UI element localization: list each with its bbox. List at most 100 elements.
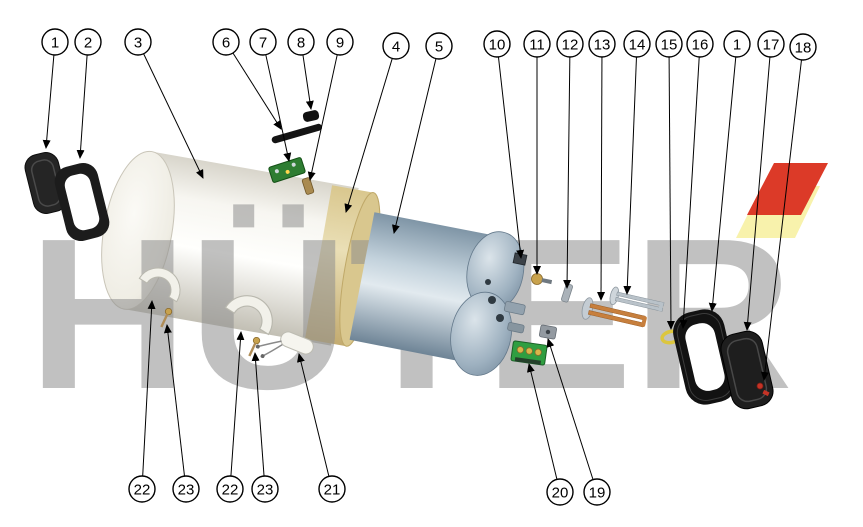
- callout-circle-20: [546, 478, 574, 506]
- callout-number-13: 13: [594, 37, 611, 54]
- callout-5-8: 5: [425, 32, 453, 60]
- callout-22-19: 22: [128, 475, 156, 503]
- callout-circle-18: [789, 33, 817, 61]
- callout-number-19: 19: [589, 485, 606, 502]
- callout-1-16: 1: [723, 30, 751, 58]
- callout-14-13: 14: [623, 30, 651, 58]
- callout-number-15: 15: [661, 37, 678, 54]
- callout-arrow-12: [563, 56, 572, 289]
- callout-number-18: 18: [795, 40, 812, 57]
- tank-fittings: [485, 279, 526, 334]
- callout-23-22: 23: [251, 475, 279, 503]
- callout-20-24: 20: [546, 478, 574, 506]
- callout-7-4: 7: [249, 28, 277, 56]
- callout-circle-14: [623, 30, 651, 58]
- callout-circle-9: [326, 28, 354, 56]
- callout-number-2: 2: [84, 35, 92, 52]
- callout-circle-8: [287, 28, 315, 56]
- callout-number-4: 4: [392, 39, 400, 56]
- callout-15-14: 15: [655, 30, 683, 58]
- callout-number-14: 14: [629, 37, 646, 54]
- callout-arrow-21: [297, 353, 330, 477]
- callout-number-6: 6: [222, 35, 230, 52]
- callout-arrow-13: [597, 56, 606, 301]
- anode-part21: [255, 331, 314, 359]
- callout-circle-10: [483, 30, 511, 58]
- callout-arrow-22: [142, 300, 156, 477]
- callout-number-5: 5: [435, 39, 443, 56]
- callout-number-16: 16: [692, 37, 709, 54]
- cap-part8: [302, 110, 320, 122]
- bracket-part19: [538, 324, 558, 340]
- bracket-part22-b: [224, 295, 273, 336]
- control-pcb-part7: [268, 157, 306, 183]
- callout-arrow-2: [76, 54, 88, 159]
- callout-number-20: 20: [552, 485, 569, 502]
- callout-circle-12: [556, 30, 584, 58]
- callout-circle-1: [41, 28, 69, 56]
- callout-circle-15: [655, 30, 683, 58]
- callout-19-25: 19: [583, 478, 611, 506]
- callout-circle-13: [588, 30, 616, 58]
- callout-circle-23: [251, 475, 279, 503]
- arrows-layer: [42, 52, 802, 480]
- callout-11-10: 11: [523, 30, 551, 58]
- callout-arrow-1: [42, 54, 55, 149]
- callout-2-1: 2: [74, 28, 102, 56]
- callout-arrow-17: [743, 56, 771, 331]
- callout-number-23: 23: [257, 482, 274, 499]
- callout-23-20: 23: [172, 475, 200, 503]
- terminal-block-part20: [510, 340, 548, 366]
- callout-circle-23: [172, 475, 200, 503]
- callout-10-9: 10: [483, 30, 511, 58]
- callout-arrow-22: [230, 331, 245, 477]
- callout-arrow-20: [526, 363, 558, 480]
- screw-part23-a: [160, 307, 173, 328]
- tank-pipe-stub: [507, 322, 525, 334]
- outer-casing-cylinder: [122, 151, 359, 346]
- callout-9-6: 9: [326, 28, 354, 56]
- heating-element-part14: [609, 286, 665, 312]
- callout-circle-21: [318, 475, 346, 503]
- tank-fitting-hole: [496, 314, 504, 322]
- callout-arrow-10: [497, 56, 525, 259]
- callout-arrow-1: [708, 56, 737, 312]
- callout-number-1: 1: [51, 35, 59, 52]
- callout-circle-7: [249, 28, 277, 56]
- callout-number-11: 11: [529, 37, 545, 54]
- callout-21-23: 21: [318, 475, 346, 503]
- brand-logo: [736, 163, 828, 238]
- callout-circle-11: [523, 30, 551, 58]
- callout-number-22: 22: [134, 482, 151, 499]
- callout-22-21: 22: [216, 475, 244, 503]
- callout-circle-22: [128, 475, 156, 503]
- screw-part23-b: [248, 336, 261, 357]
- callout-number-22: 22: [222, 482, 239, 499]
- callout-number-12: 12: [562, 37, 579, 54]
- callout-circle-4: [382, 32, 410, 60]
- callout-arrow-4: [344, 58, 393, 213]
- front-frame-part2: [54, 162, 110, 242]
- heating-element-part13: [581, 297, 647, 328]
- callout-circle-22: [216, 475, 244, 503]
- tank-fitting-hole: [488, 296, 496, 304]
- callout-number-21: 21: [324, 482, 341, 499]
- callout-number-7: 7: [259, 35, 267, 52]
- callout-circle-6: [212, 28, 240, 56]
- inner-tank-dome-lower: [450, 291, 513, 376]
- sensor-part9: [301, 177, 315, 195]
- callout-arrow-6: [232, 52, 282, 130]
- tank-pipe-stub: [503, 301, 526, 316]
- callout-arrow-3: [143, 53, 204, 179]
- callout-12-11: 12: [556, 30, 584, 58]
- callout-13-12: 13: [588, 30, 616, 58]
- callout-circle-17: [757, 30, 785, 58]
- callout-number-23: 23: [178, 482, 195, 499]
- callout-number-9: 9: [336, 35, 344, 52]
- inner-tank-part5: [349, 212, 525, 376]
- callout-3-2: 3: [124, 28, 152, 56]
- callout-arrow-8: [302, 54, 314, 110]
- callout-17-17: 17: [757, 30, 785, 58]
